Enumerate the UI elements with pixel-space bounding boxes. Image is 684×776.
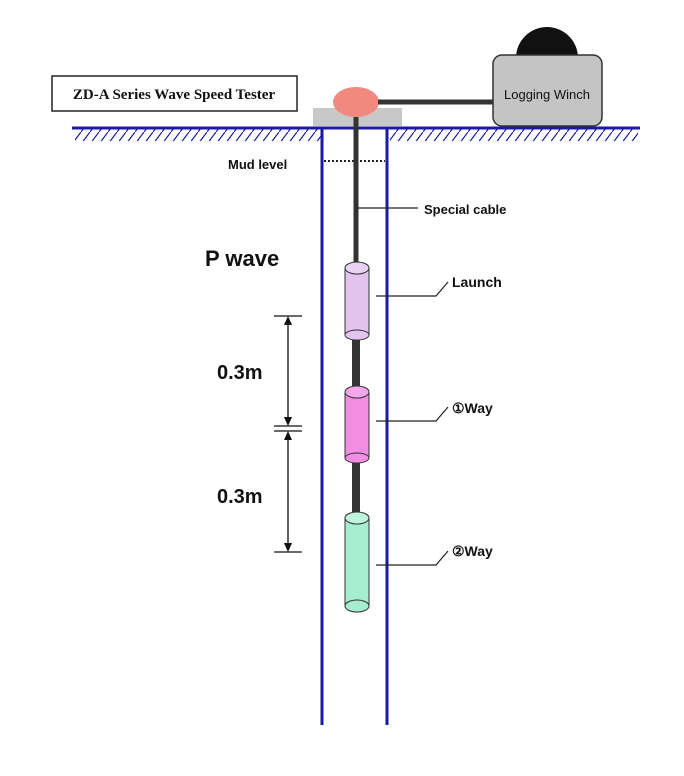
ground-hatch-left [75, 129, 322, 141]
way2-leader [376, 550, 449, 566]
spacing-1-label: 0.3m [217, 362, 263, 384]
mud-level-label: Mud level [228, 157, 287, 172]
launch-label: Launch [452, 274, 502, 290]
way1-label: ①Way [452, 400, 493, 416]
pulley [333, 87, 379, 117]
way2-probe [344, 511, 370, 613]
way1-leader [376, 406, 449, 422]
dimension-1 [274, 315, 302, 427]
winch-label: Logging Winch [504, 87, 590, 102]
winch-body [492, 54, 603, 127]
tester-box [51, 75, 298, 112]
special-cable-label: Special cable [424, 202, 506, 217]
spacing-2-label: 0.3m [217, 486, 263, 508]
p-wave-label: P wave [205, 246, 279, 271]
tester-label: ZD-A Series Wave Speed Tester [73, 87, 276, 103]
launch-leader [376, 281, 449, 297]
way2-label: ②Way [452, 543, 493, 559]
dimension-2 [274, 430, 302, 553]
launch-probe [344, 261, 370, 341]
winch-drum [516, 27, 578, 58]
way1-probe [344, 385, 370, 464]
ground-hatch-right [390, 129, 638, 141]
